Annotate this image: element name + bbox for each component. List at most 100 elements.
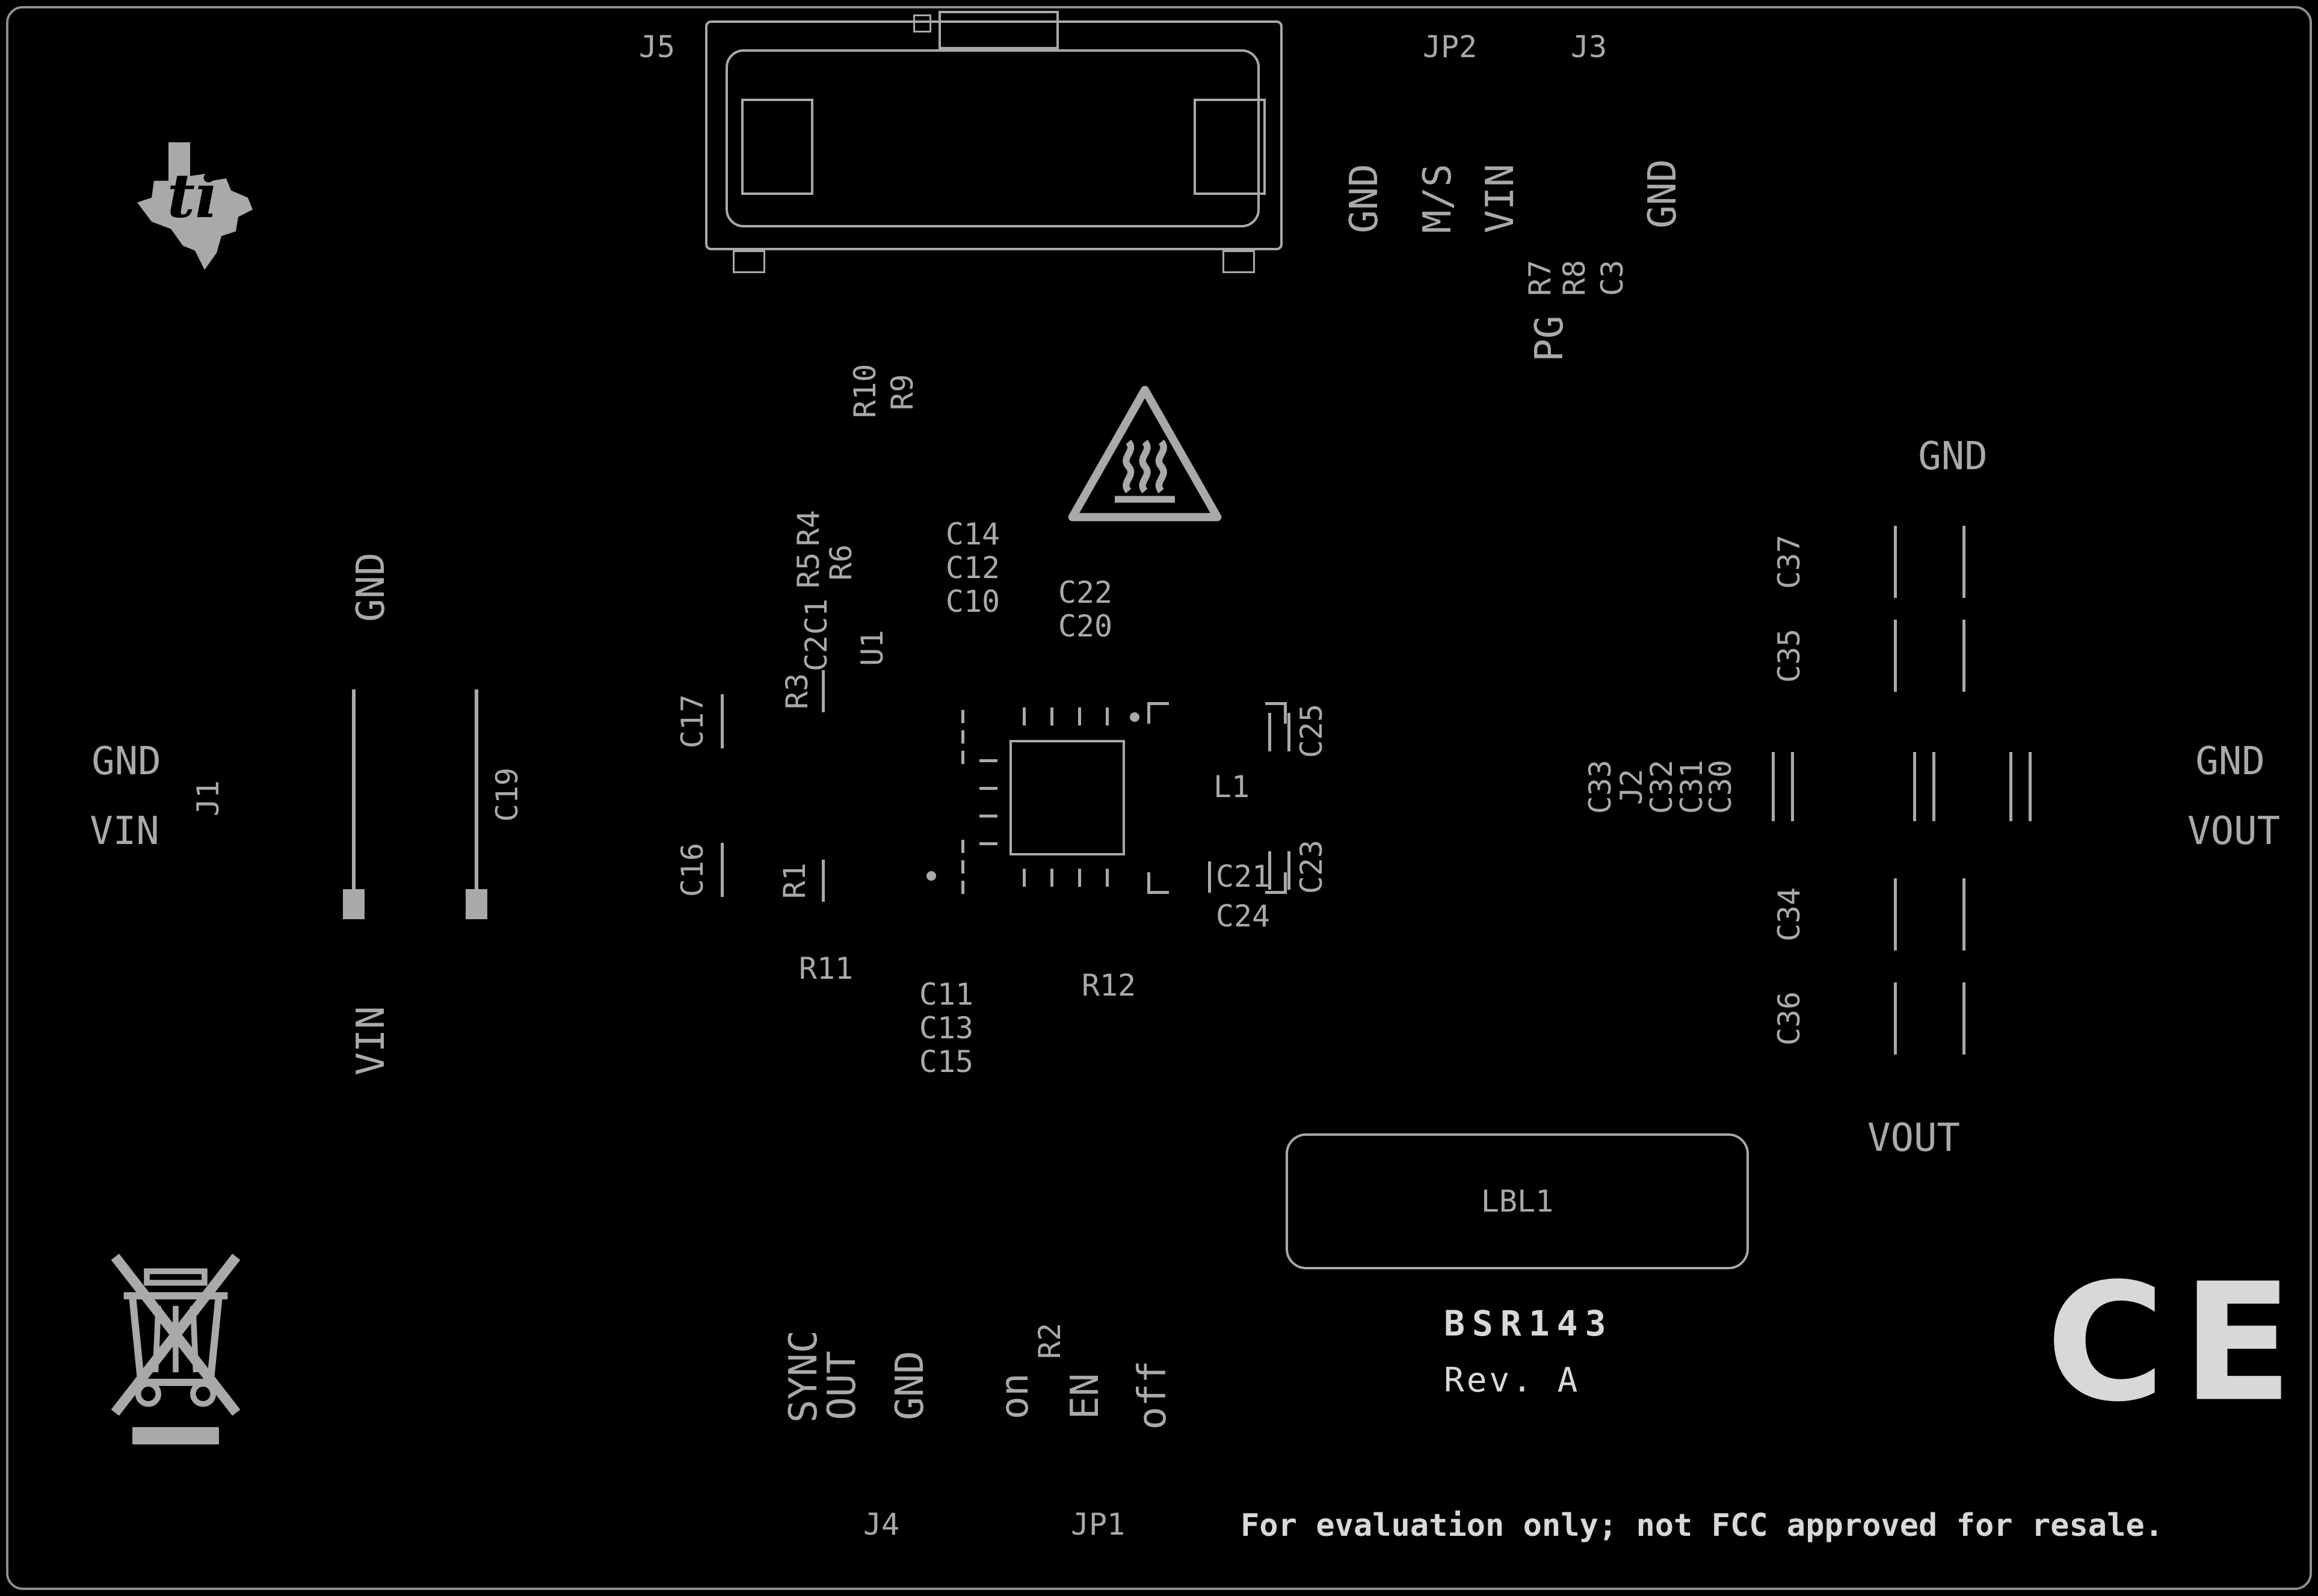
l1-corner xyxy=(1265,872,1287,894)
usb-foot-left xyxy=(733,250,765,273)
footprint-mark xyxy=(961,710,964,723)
footprint-mark xyxy=(979,842,997,845)
usb-pad-right xyxy=(1194,99,1266,195)
j2-pad xyxy=(1772,752,1775,821)
label-r12: R12 xyxy=(1081,968,1136,1003)
label-r9: R9 xyxy=(885,374,920,411)
footprint-mark xyxy=(961,860,964,873)
usb-pad-left xyxy=(741,99,813,195)
label-c21: C21 xyxy=(1215,859,1271,894)
footprint-mark xyxy=(1078,707,1081,726)
cap-plate xyxy=(1962,878,1965,951)
label-c24: C24 xyxy=(1215,899,1271,934)
label-c1: C1 xyxy=(799,598,834,635)
footprint-mark xyxy=(979,759,997,762)
lbl1-text: LBL1 xyxy=(1481,1184,1554,1219)
label-c10: C10 xyxy=(945,584,1000,619)
label-vout-j2: VOUT xyxy=(1867,1116,1961,1160)
j1-pad xyxy=(343,889,365,919)
footprint-mark xyxy=(961,881,964,894)
label-c11: C11 xyxy=(919,977,974,1012)
hot-surface-warning-icon xyxy=(1068,386,1222,522)
cap-plate xyxy=(1287,851,1290,890)
j1-pad-line xyxy=(475,689,478,890)
label-r7: R7 xyxy=(1523,259,1558,297)
ti-logo: ti xyxy=(137,142,253,270)
footprint-mark xyxy=(1023,869,1026,887)
label-c2: C2 xyxy=(799,635,834,672)
l1-corner xyxy=(1147,872,1169,894)
label-gnd-j3: GND xyxy=(1641,159,1685,229)
label-gnd-left-edge: GND xyxy=(91,739,161,784)
weee-bar xyxy=(132,1427,219,1444)
label-c23: C23 xyxy=(1294,839,1329,895)
cap-plate xyxy=(1894,878,1897,951)
cap-plate xyxy=(1894,620,1897,692)
u1-outline xyxy=(1010,740,1125,855)
usb-connector-footprint xyxy=(705,11,1287,278)
footprint-mark xyxy=(961,751,964,764)
disclaimer-text: For evaluation only; not FCC approved fo… xyxy=(1241,1508,2164,1544)
cap-plate xyxy=(1894,982,1897,1055)
weee-icon xyxy=(111,1254,241,1444)
board-id: BSR143 xyxy=(1444,1303,1614,1344)
j2-pad xyxy=(1932,752,1935,821)
pin1-dot xyxy=(1130,712,1139,722)
usb-top-plate xyxy=(939,11,1059,49)
footprint-mark xyxy=(1050,707,1053,726)
pin-dot xyxy=(926,871,936,881)
board-revision: Rev. A xyxy=(1444,1361,1580,1400)
footprint-mark xyxy=(721,843,724,897)
j2-pad xyxy=(2009,752,2012,821)
j1-pad xyxy=(466,889,487,919)
label-on: on xyxy=(993,1373,1037,1420)
label-c34: C34 xyxy=(1772,887,1807,942)
label-l1: L1 xyxy=(1213,769,1250,804)
label-c30: C30 xyxy=(1703,759,1738,815)
ti-logo-letters: ti xyxy=(167,161,218,232)
footprint-mark xyxy=(979,815,997,818)
label-r6: R6 xyxy=(824,544,858,581)
label-u1: U1 xyxy=(855,629,890,667)
label-r1: R1 xyxy=(777,862,812,899)
label-c25: C25 xyxy=(1294,703,1329,759)
lbl1-box: LBL1 xyxy=(1286,1133,1749,1269)
cap-plate xyxy=(1208,861,1211,893)
label-vin-j3: VIN xyxy=(1478,164,1523,233)
label-c17: C17 xyxy=(675,694,710,749)
l1-corner xyxy=(1265,702,1287,724)
label-c22: C22 xyxy=(1058,575,1113,610)
label-j2: J2 xyxy=(1614,768,1649,806)
cap-plate xyxy=(1268,851,1271,890)
label-j5: J5 xyxy=(638,29,676,64)
footprint-mark xyxy=(1106,707,1109,726)
l1-corner xyxy=(1147,702,1169,724)
label-c14: C14 xyxy=(945,517,1000,552)
label-j3: J3 xyxy=(1570,29,1607,64)
label-jp1: JP1 xyxy=(1070,1507,1126,1542)
board-outline xyxy=(6,6,2312,1590)
label-vin-left-edge: VIN xyxy=(90,809,159,854)
label-sync: SYNC xyxy=(781,1329,826,1423)
footprint-mark xyxy=(961,840,964,853)
label-j1: J1 xyxy=(191,780,226,817)
label-c16: C16 xyxy=(675,842,710,898)
label-j4: J4 xyxy=(863,1507,900,1542)
label-out: OUT xyxy=(820,1351,865,1420)
label-c15: C15 xyxy=(919,1044,974,1079)
label-jp2: JP2 xyxy=(1422,29,1478,64)
label-r8: R8 xyxy=(1557,259,1592,297)
cap-plate xyxy=(1268,713,1271,751)
label-c20: C20 xyxy=(1058,609,1113,644)
label-r2: R2 xyxy=(1032,1322,1067,1360)
label-gnd-j4: GND xyxy=(888,1351,932,1420)
footprint-mark xyxy=(822,860,825,902)
label-c33: C33 xyxy=(1583,759,1618,815)
cap-plate xyxy=(1962,526,1965,598)
label-gnd-jp2: GND xyxy=(1342,164,1387,233)
label-en: EN xyxy=(1063,1373,1108,1420)
label-vout-right-edge: VOUT xyxy=(2187,809,2281,854)
footprint-mark xyxy=(979,787,997,790)
label-r4: R4 xyxy=(791,510,826,547)
label-c31: C31 xyxy=(1674,759,1709,815)
